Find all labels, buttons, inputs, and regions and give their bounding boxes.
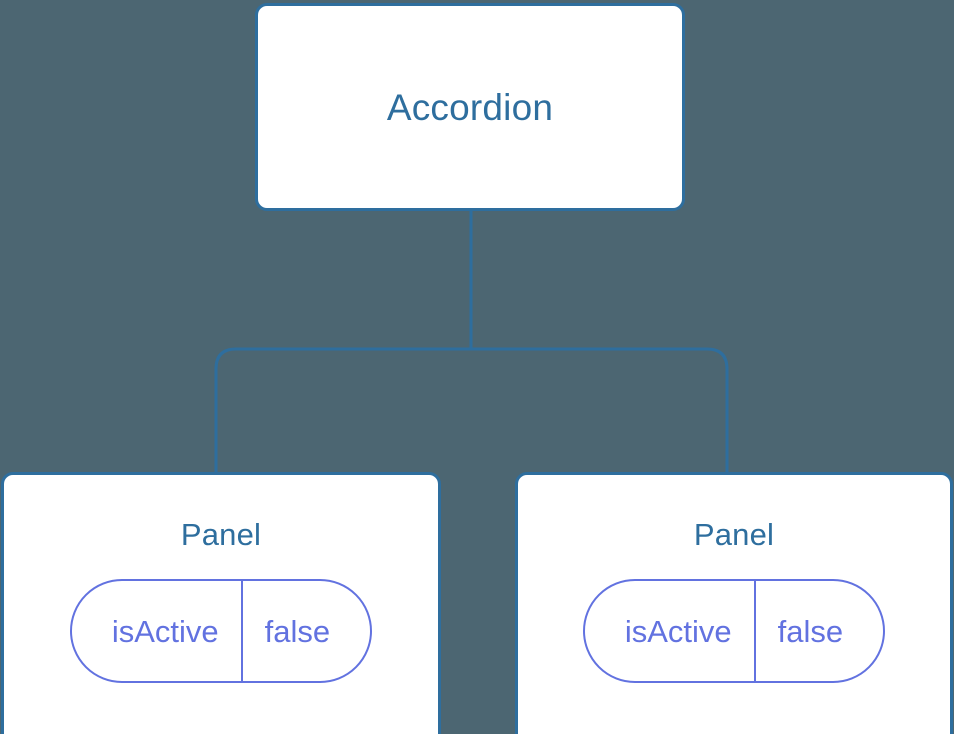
state-key-label: isActive	[111, 613, 219, 649]
state-pill-panel-1: isActive false	[69, 579, 373, 683]
state-pill-value-cell: false	[756, 581, 883, 681]
state-value-label: false	[777, 613, 844, 649]
node-panel-1-label: Panel	[180, 517, 262, 552]
node-panel-2-label: Panel	[693, 517, 775, 552]
node-accordion-label: Accordion	[386, 86, 554, 128]
state-pill-key-cell: isActive	[72, 581, 243, 681]
node-panel-2[interactable]: Panel isActive false	[515, 472, 953, 734]
state-key-label: isActive	[624, 613, 732, 649]
state-pill-value-cell: false	[243, 581, 370, 681]
state-pill-key-cell: isActive	[585, 581, 756, 681]
state-pill-panel-2: isActive false	[582, 579, 886, 683]
edge-to-panel-left	[214, 347, 471, 473]
edge-to-panel-right	[471, 347, 729, 473]
node-panel-1[interactable]: Panel isActive false	[1, 472, 441, 734]
state-value-label: false	[264, 613, 331, 649]
node-accordion[interactable]: Accordion	[255, 3, 685, 211]
